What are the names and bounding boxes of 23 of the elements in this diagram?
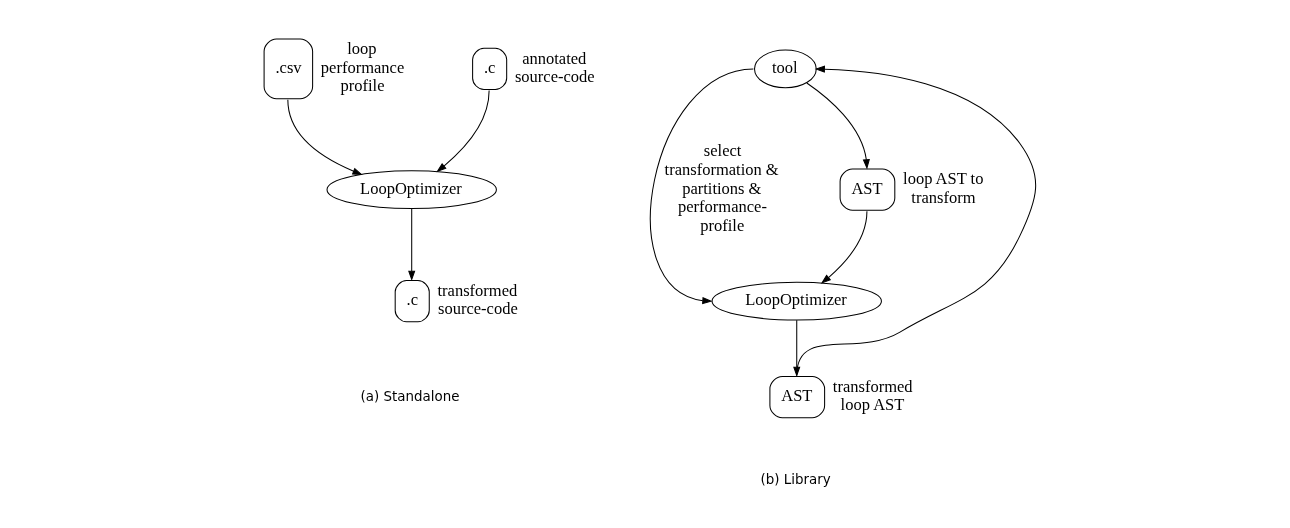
edge-label: select transformation & partitions & performance-profile: [664, 141, 779, 235]
arrow: [408, 208, 416, 282]
arrow: [650, 68, 754, 305]
node-box: .csv: [263, 38, 314, 100]
node-box: .c: [472, 47, 508, 91]
node-ellipse: LoopOptimizer: [326, 170, 497, 210]
node-ellipse: tool: [754, 49, 817, 89]
node-ellipse: LoopOptimizer: [711, 281, 882, 321]
node-label: transformed source-code: [437, 280, 518, 319]
node-box: AST: [769, 376, 826, 419]
arrow: [796, 65, 1037, 376]
label: (a) Standalone: [360, 388, 460, 404]
node-label: loop performance profile: [320, 39, 405, 96]
node-label: annotated source-code: [514, 48, 595, 87]
arrow: [806, 82, 870, 170]
label: (b) Library: [760, 472, 831, 488]
node-label: transformed loop AST: [832, 376, 913, 415]
node-label: loop AST to transform: [903, 169, 984, 207]
node-box: .c: [394, 280, 430, 323]
arrow: [287, 99, 363, 175]
arrow: [436, 90, 490, 173]
node-box: AST: [839, 168, 896, 211]
arrow: [820, 210, 868, 284]
